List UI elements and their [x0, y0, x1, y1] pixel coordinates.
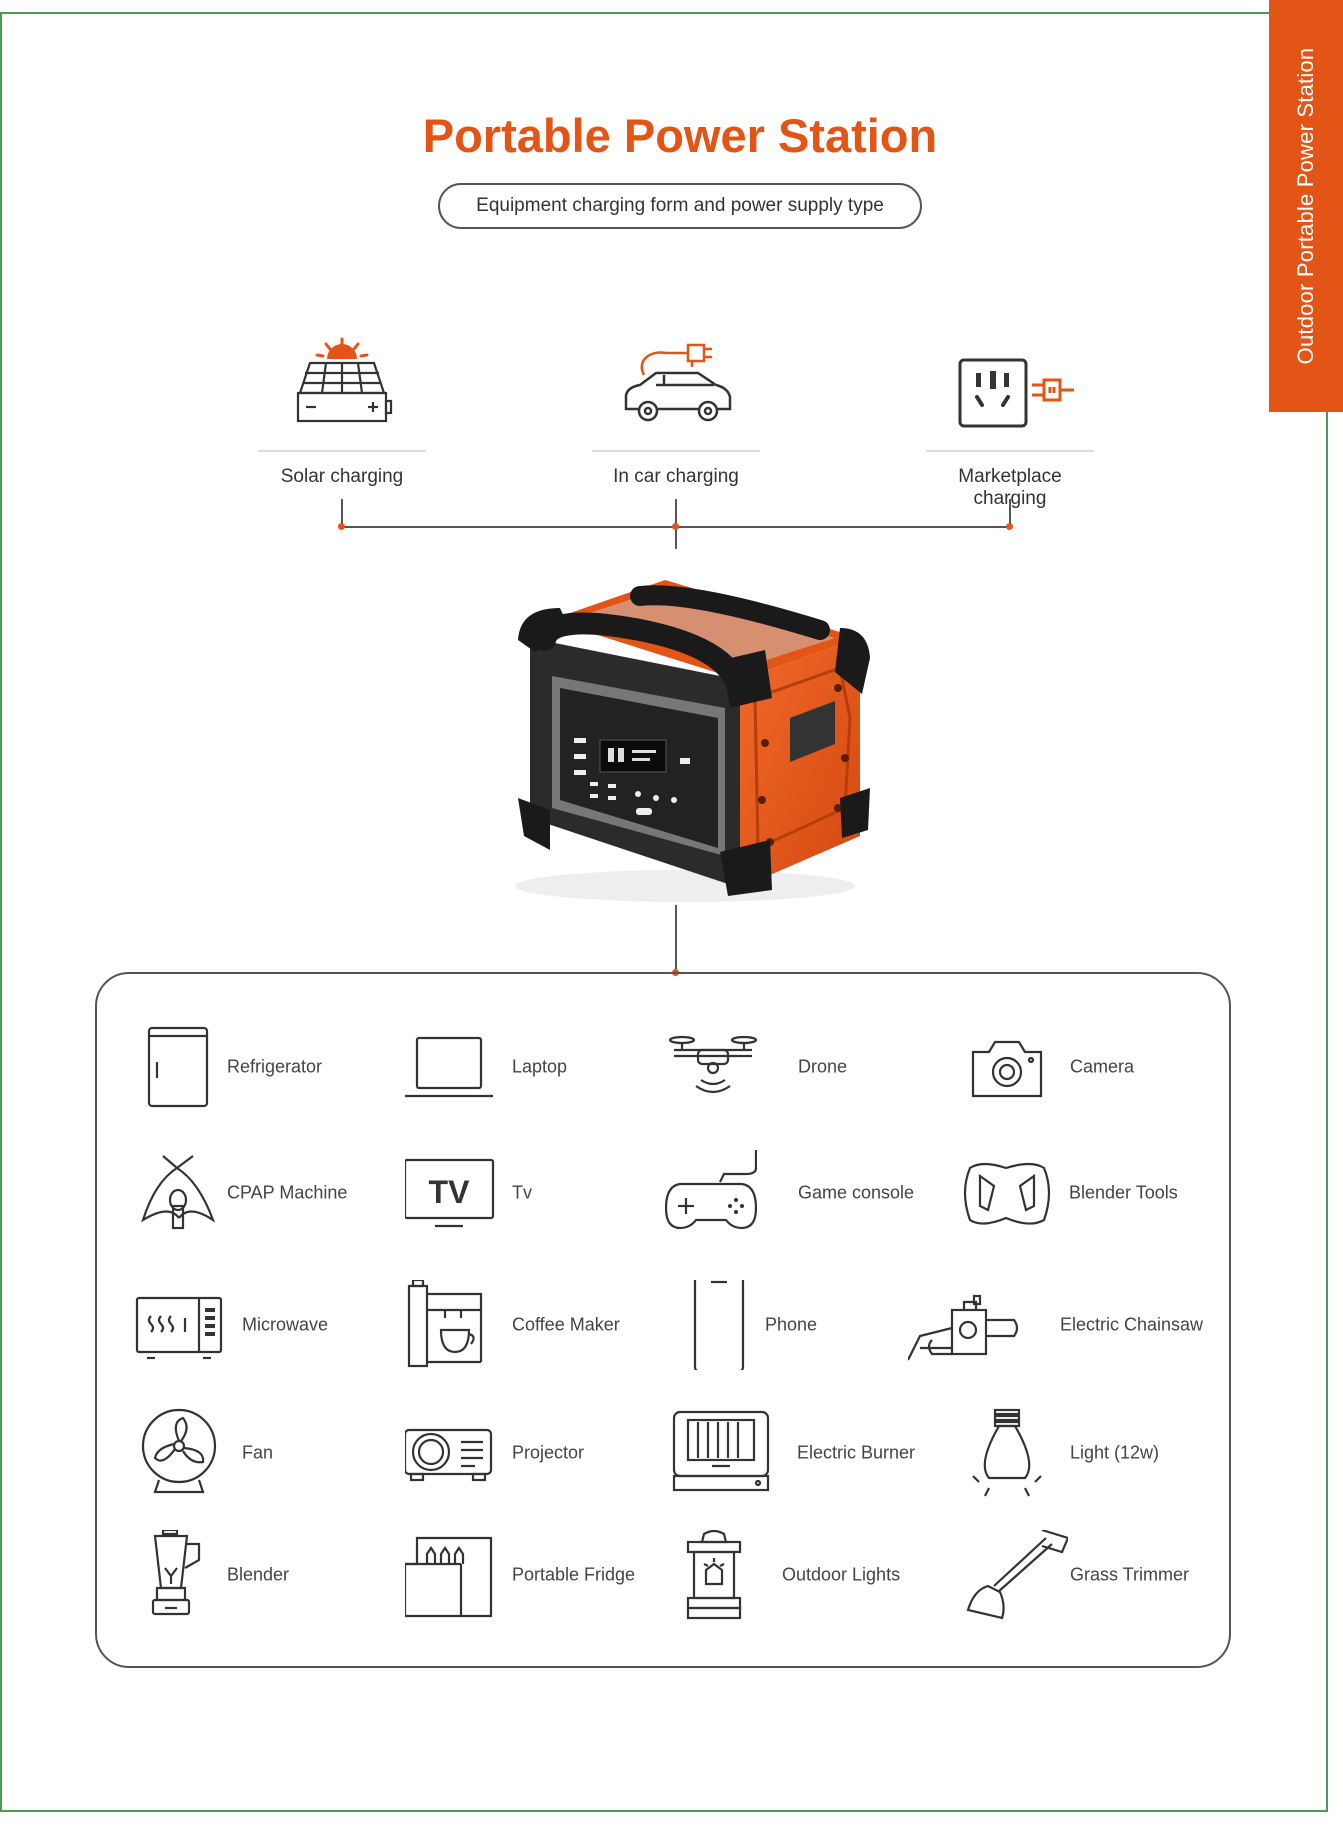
device-blender-tools: Blender Tools: [962, 1148, 1212, 1238]
device-light: Light (12w): [965, 1408, 1205, 1498]
power-tool-icon: [963, 1162, 1051, 1225]
connector-car: [675, 499, 677, 527]
chainsaw-icon: [908, 1294, 1018, 1361]
fan-icon: [141, 1408, 217, 1494]
solar-panel-battery-icon: [296, 337, 393, 423]
charging-label: In car charging: [613, 466, 739, 487]
connector-down: [675, 527, 677, 549]
grass-trimmer-icon: [966, 1530, 1068, 1620]
charging-label: Marketplace charging: [958, 466, 1062, 509]
device-tv: TV Tv: [405, 1148, 645, 1238]
device-label: Drone: [798, 1056, 848, 1077]
device-grass-trimmer: Grass Trimmer: [958, 1530, 1218, 1620]
device-label: Blender Tools: [1069, 1182, 1178, 1203]
device-camera: Camera: [965, 1022, 1205, 1112]
microwave-icon: [135, 1296, 223, 1360]
device-refrigerator: Refrigerator: [135, 1022, 375, 1112]
car-plug-icon: [624, 343, 732, 422]
device-label: Blender: [227, 1564, 290, 1585]
device-outdoor-lights: Outdoor Lights: [680, 1530, 920, 1620]
device-label: Laptop: [512, 1056, 568, 1077]
charging-rule: [258, 450, 426, 452]
subtitle-text: Equipment charging form and power supply…: [476, 195, 884, 216]
light-bulb-icon: [972, 1408, 1042, 1497]
portable-fridge-icon: [405, 1536, 493, 1618]
device-cpap: CPAP Machine: [135, 1148, 375, 1238]
connector-dot: [672, 523, 679, 530]
blender-icon: [151, 1530, 201, 1616]
device-drone: Drone: [668, 1022, 908, 1112]
device-game-console: Game console: [665, 1148, 925, 1238]
charging-label: Solar charging: [280, 466, 404, 487]
device-label: Phone: [765, 1314, 818, 1335]
device-label: Refrigerator: [227, 1056, 323, 1077]
wall-socket-plug-icon: [958, 358, 1074, 428]
device-electric-chainsaw: Electric Chainsaw: [908, 1280, 1208, 1370]
device-label: Tv: [512, 1182, 532, 1203]
page-frame-right: [1326, 400, 1328, 1812]
device-label: Camera: [1070, 1056, 1135, 1077]
drone-icon: [668, 1035, 758, 1094]
charging-solar: Solar charging: [252, 335, 432, 488]
device-label: Microwave: [242, 1314, 329, 1335]
lantern-icon: [686, 1530, 742, 1620]
cpap-mask-icon: [141, 1155, 216, 1230]
page-title: Portable Power Station: [422, 109, 938, 162]
connector-solar: [341, 499, 343, 527]
device-label: Portable Fridge: [512, 1564, 636, 1585]
device-label: Game console: [798, 1182, 915, 1203]
charging-car: In car charging: [586, 335, 766, 488]
connector-to-panel: [675, 905, 677, 973]
device-projector: Projector: [405, 1408, 645, 1498]
device-coffee-maker: Coffee Maker: [405, 1280, 645, 1370]
side-tab: Outdoor Portable Power Station: [1269, 0, 1343, 412]
subtitle-pill: Equipment charging form and power supply…: [438, 183, 922, 229]
device-label: Light (12w): [1070, 1442, 1160, 1463]
svg-text:TV: TV: [429, 1174, 471, 1210]
devices-panel: [95, 972, 1231, 1668]
device-label: Projector: [512, 1442, 585, 1463]
device-phone: Phone: [675, 1280, 915, 1370]
connector-dot: [1006, 523, 1013, 530]
device-electric-burner: Electric Burner: [672, 1408, 932, 1498]
gamepad-icon: [665, 1150, 757, 1230]
device-blender: Blender: [135, 1530, 375, 1620]
page-frame: [0, 12, 1326, 1812]
device-fan: Fan: [135, 1408, 375, 1498]
power-station-image: [515, 580, 870, 902]
charging-rule: [592, 450, 760, 452]
tv-icon: TV: [405, 1158, 495, 1228]
charging-marketplace: Marketplace charging: [920, 335, 1100, 510]
projector-icon: [405, 1428, 493, 1482]
refrigerator-icon: [147, 1026, 209, 1108]
device-label: Coffee Maker: [512, 1314, 620, 1335]
laptop-icon: [405, 1036, 493, 1098]
device-laptop: Laptop: [405, 1022, 645, 1112]
device-label: Grass Trimmer: [1070, 1564, 1189, 1585]
device-microwave: Microwave: [135, 1280, 375, 1370]
device-label: Outdoor Lights: [782, 1564, 901, 1585]
device-portable-fridge: Portable Fridge: [405, 1530, 645, 1620]
device-label: CPAP Machine: [227, 1182, 348, 1203]
connector-marketplace: [1009, 499, 1011, 527]
device-label: Electric Chainsaw: [1060, 1314, 1204, 1335]
coffee-maker-icon: [407, 1280, 483, 1368]
device-label: Electric Burner: [797, 1442, 916, 1463]
phone-icon: [693, 1280, 745, 1370]
connector-dot: [338, 523, 345, 530]
charging-rule: [926, 450, 1094, 452]
electric-burner-icon: [672, 1410, 770, 1492]
device-label: Fan: [242, 1442, 274, 1463]
side-tab-label: Outdoor Portable Power Station: [1293, 47, 1318, 365]
camera-icon: [971, 1040, 1043, 1098]
